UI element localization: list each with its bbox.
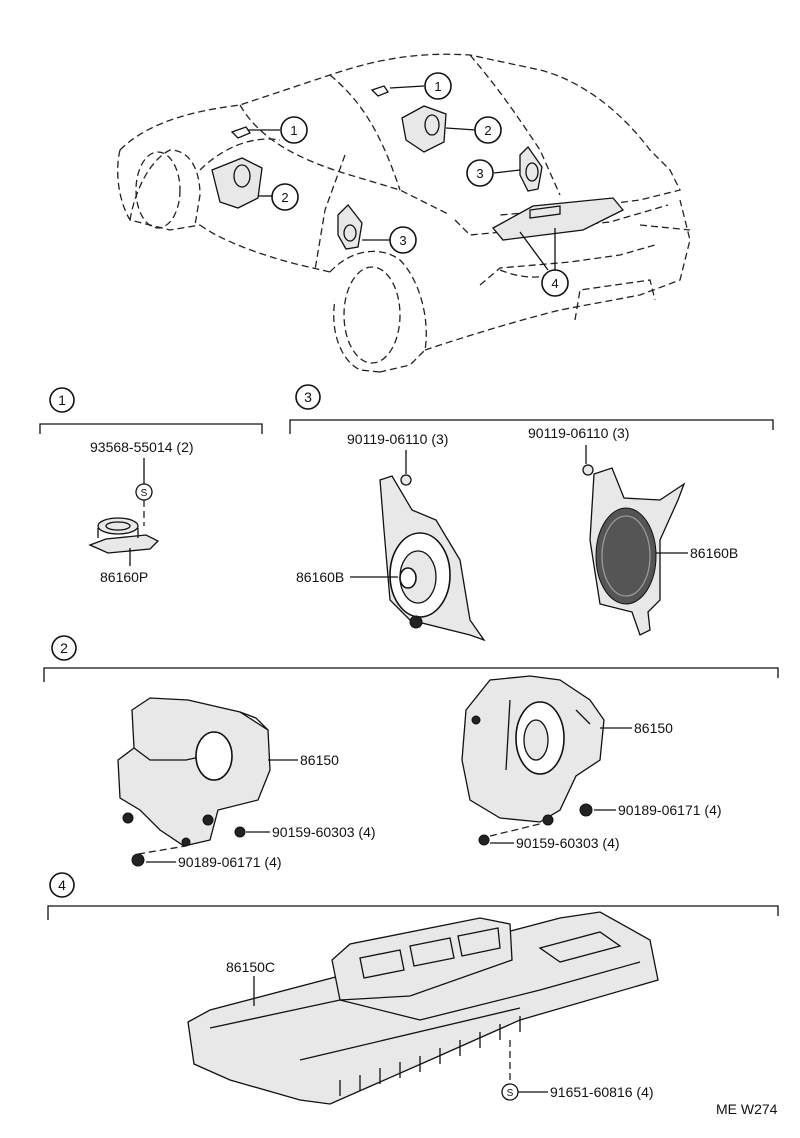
part-label-90189-left: 90189-06171 (4) <box>178 854 282 870</box>
part-label-86160b-left: 86160B <box>296 569 344 585</box>
section-2: 2 86150 90159-60303 (4) 90189-06171 (4) <box>43 635 779 870</box>
diagram-code: ME W274 <box>716 1101 778 1117</box>
speaker-box-86150-left-icon <box>117 697 271 847</box>
section-4: 4 86150C S 91651-60816 (4) <box>47 872 779 1105</box>
car-overview <box>117 53 691 373</box>
part-label-86150-right: 86150 <box>634 720 673 736</box>
part-label-86160b-right: 86160B <box>690 545 738 561</box>
car-callout-1-top: 1 <box>424 72 452 100</box>
part-label-86160p: 86160P <box>100 569 148 585</box>
part-label-91651: 91651-60816 (4) <box>550 1084 654 1100</box>
svg-text:2: 2 <box>484 123 491 138</box>
car-callout-4: 4 <box>541 269 569 297</box>
section-3: 3 90119-06110 (3) 90119-06110 (3) 86160B… <box>289 384 774 642</box>
svg-text:1: 1 <box>290 123 297 138</box>
amplifier-86150c-icon <box>187 911 659 1105</box>
car-callout-3-right: 3 <box>466 159 494 187</box>
tweeter-86160p-icon <box>88 517 160 554</box>
car-callout-2-left: 2 <box>271 183 299 211</box>
car-callout-1-left: 1 <box>280 116 308 144</box>
part-label-90159-right: 90159-60303 (4) <box>516 835 620 851</box>
speaker-box-86150-right-icon <box>461 675 605 826</box>
part-label-86150c: 86150C <box>226 959 275 975</box>
svg-text:3: 3 <box>476 166 483 181</box>
part-label-90159-left: 90159-60303 (4) <box>272 824 376 840</box>
section-1-number: 1 <box>58 392 66 408</box>
part-label-90119-right: 90119-06110 (3) <box>528 425 629 441</box>
car-callout-2-right: 2 <box>474 116 502 144</box>
section-1: 1 93568-55014 (2) S 86160P <box>39 387 263 585</box>
svg-text:1: 1 <box>434 79 441 94</box>
part-label-86150-left: 86150 <box>300 752 339 768</box>
section-4-number: 4 <box>58 877 66 893</box>
part-label-90189-right: 90189-06171 (4) <box>618 802 722 818</box>
part-label-93568: 93568-55014 (2) <box>90 439 194 455</box>
svg-text:S: S <box>507 1088 514 1099</box>
speaker-86160b-right-icon <box>582 464 686 636</box>
svg-text:3: 3 <box>399 233 406 248</box>
section-2-number: 2 <box>60 640 68 656</box>
svg-text:S: S <box>141 488 148 499</box>
part-label-90119-left: 90119-06110 (3) <box>347 431 448 447</box>
section-3-number: 3 <box>304 389 312 405</box>
car-callout-3-left: 3 <box>389 226 417 254</box>
speaker-86160b-left-icon <box>379 474 486 642</box>
svg-text:4: 4 <box>551 276 558 291</box>
svg-text:2: 2 <box>281 190 288 205</box>
